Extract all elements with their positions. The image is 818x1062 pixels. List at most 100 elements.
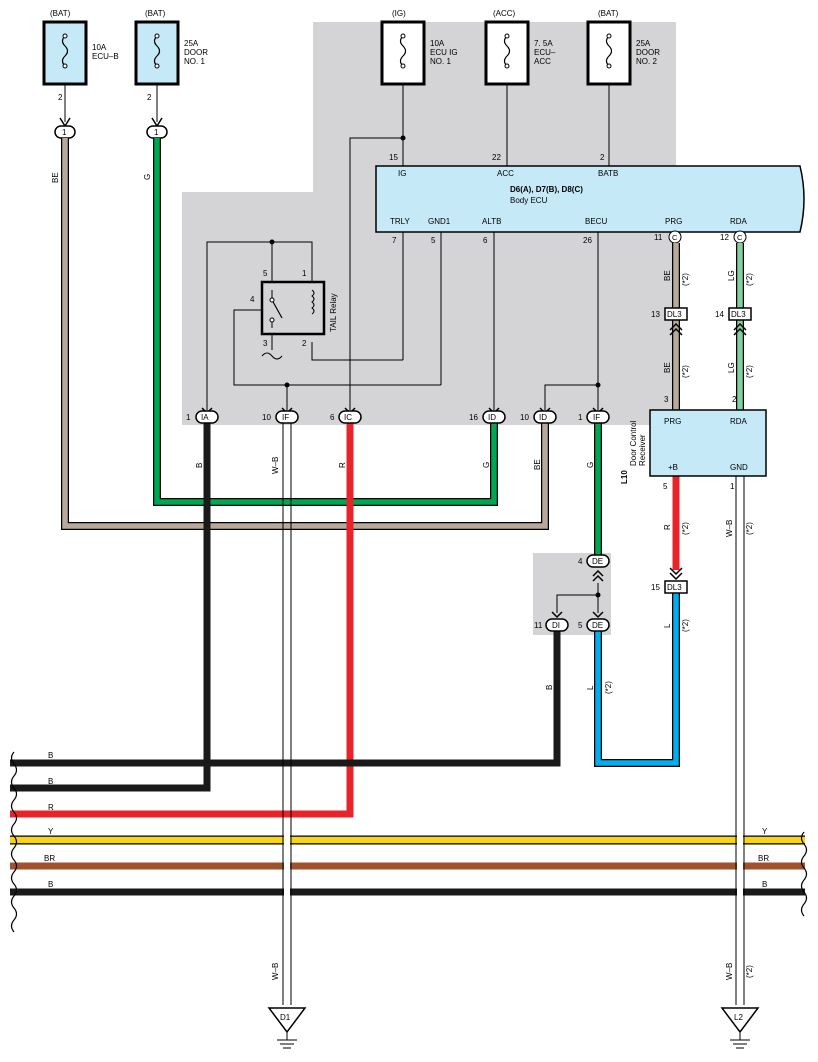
fuse-door-no1: (BAT) 25A DOOR NO. 1 2 <box>134 9 208 102</box>
wire-black-di <box>10 631 561 767</box>
svg-text:D6(A), D7(B), D8(C): D6(A), D7(B), D8(C) <box>510 185 583 194</box>
svg-text:4: 4 <box>250 295 255 304</box>
svg-text:(*2): (*2) <box>604 681 613 694</box>
svg-text:B: B <box>545 685 554 690</box>
svg-text:BE: BE <box>533 459 542 470</box>
fuse-ecu-acc: (ACC) 7. 5A ECU– ACC <box>484 9 556 86</box>
svg-text:(ACC): (ACC) <box>493 9 516 18</box>
svg-text:TAIL Relay: TAIL Relay <box>329 293 338 332</box>
svg-text:BECU: BECU <box>585 217 607 226</box>
svg-text:3: 3 <box>263 339 268 348</box>
svg-text:B: B <box>195 463 204 468</box>
svg-text:2: 2 <box>600 153 605 162</box>
svg-text:15: 15 <box>651 583 660 592</box>
svg-text:13: 13 <box>651 310 660 319</box>
svg-text:GND: GND <box>730 463 748 472</box>
door-control-receiver: 3 2 PRG RDA +B GND 5 1 L10 Door Control … <box>620 395 767 491</box>
svg-text:L: L <box>663 623 672 628</box>
svg-text:L2: L2 <box>734 1013 743 1022</box>
svg-text:22: 22 <box>492 153 501 162</box>
svg-text:Door Control: Door Control <box>629 420 638 466</box>
svg-text:DL3: DL3 <box>667 583 682 592</box>
wire-red-ic <box>10 423 354 818</box>
svg-text:ALTB: ALTB <box>482 217 501 226</box>
svg-text:L: L <box>586 685 595 690</box>
svg-text:IC: IC <box>344 413 352 422</box>
svg-text:R: R <box>48 803 54 812</box>
svg-text:1: 1 <box>154 128 159 137</box>
svg-text:(BAT): (BAT) <box>145 9 166 18</box>
svg-text:W–B: W–B <box>271 963 280 980</box>
svg-text:PRG: PRG <box>664 417 681 426</box>
svg-text:BE: BE <box>663 362 672 373</box>
connector-if-right: IF1 <box>578 407 610 424</box>
svg-text:14: 14 <box>715 310 724 319</box>
svg-text:(*2): (*2) <box>681 522 690 535</box>
ground-l2: L2 <box>720 1007 760 1049</box>
svg-text:10: 10 <box>262 413 271 422</box>
svg-text:B: B <box>48 751 53 760</box>
svg-text:(IG): (IG) <box>392 9 406 18</box>
svg-text:NO. 1: NO. 1 <box>430 57 451 66</box>
svg-text:PRG: PRG <box>665 217 682 226</box>
svg-text:10: 10 <box>520 413 529 422</box>
svg-text:DE: DE <box>592 621 603 630</box>
svg-text:5: 5 <box>663 482 668 491</box>
svg-text:DI: DI <box>552 621 560 630</box>
connector-ia: IA1 <box>186 407 219 424</box>
svg-text:BE: BE <box>663 270 672 281</box>
svg-text:ACC: ACC <box>497 169 514 178</box>
de-block: DE 4 DI 11 DE 5 <box>534 554 610 632</box>
svg-text:ID: ID <box>488 413 496 422</box>
svg-text:6: 6 <box>483 236 488 245</box>
svg-text:12: 12 <box>720 233 729 242</box>
connector-id-left: ID 16 <box>469 407 506 424</box>
svg-text:5: 5 <box>578 621 583 630</box>
svg-text:B: B <box>762 880 767 889</box>
svg-text:D1: D1 <box>280 1013 291 1022</box>
svg-text:C: C <box>737 233 743 242</box>
svg-text:DL3: DL3 <box>667 310 682 319</box>
svg-text:BR: BR <box>44 854 55 863</box>
svg-text:Body ECU: Body ECU <box>510 196 548 205</box>
svg-text:DOOR: DOOR <box>636 48 660 57</box>
svg-text:LG: LG <box>727 362 736 373</box>
svg-text:(*2): (*2) <box>745 365 754 378</box>
svg-text:10A: 10A <box>430 39 445 48</box>
svg-text:Receiver: Receiver <box>638 434 647 466</box>
svg-text:1: 1 <box>62 128 67 137</box>
svg-text:(*2): (*2) <box>681 619 690 632</box>
svg-text:(*2): (*2) <box>745 522 754 535</box>
svg-text:2: 2 <box>58 93 63 102</box>
svg-text:R: R <box>663 524 672 530</box>
svg-text:ECU–B: ECU–B <box>92 52 119 61</box>
svg-text:IG: IG <box>398 169 406 178</box>
svg-text:B: B <box>48 777 53 786</box>
svg-text:B: B <box>48 880 53 889</box>
svg-text:6: 6 <box>330 413 335 422</box>
svg-text:G: G <box>586 462 595 468</box>
svg-text:BR: BR <box>758 854 769 863</box>
fuse-ecu-ig: (IG) 10A ECU IG NO. 1 <box>380 9 458 86</box>
svg-text:15: 15 <box>389 153 398 162</box>
svg-text:IF: IF <box>282 413 289 422</box>
ground-d1: D1 <box>267 1007 307 1049</box>
svg-text:TRLY: TRLY <box>390 217 411 226</box>
svg-text:7. 5A: 7. 5A <box>534 39 553 48</box>
svg-text:16: 16 <box>469 413 478 422</box>
svg-text:ECU IG: ECU IG <box>430 48 458 57</box>
dl3-15: DL3 15 <box>651 567 688 594</box>
svg-text:(*2): (*2) <box>745 273 754 286</box>
svg-text:R: R <box>338 462 347 468</box>
colored-wires <box>10 138 805 1005</box>
svg-text:3: 3 <box>664 395 669 404</box>
svg-text:(*2): (*2) <box>681 365 690 378</box>
svg-text:GND1: GND1 <box>428 217 451 226</box>
bus-labels: B B R Y BR B Y BR B <box>44 751 769 889</box>
svg-text:ECU–: ECU– <box>534 48 556 57</box>
svg-text:IF: IF <box>593 413 600 422</box>
svg-text:W–B: W–B <box>271 457 280 474</box>
svg-text:G: G <box>482 462 491 468</box>
svg-text:DE: DE <box>592 557 603 566</box>
